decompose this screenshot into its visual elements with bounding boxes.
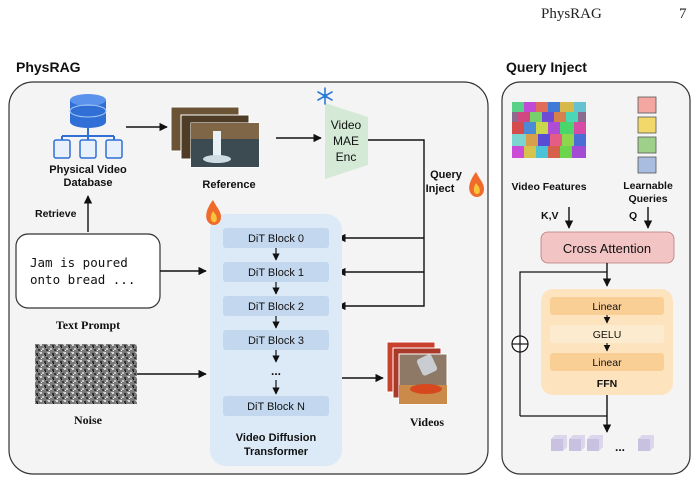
cross-attention-label: Cross Attention [563, 241, 651, 256]
noise-image [35, 344, 137, 404]
dit-caption-line1: Video Diffusion [236, 432, 317, 444]
output-video-frames [386, 341, 448, 405]
query-inject-label-line2: Inject [426, 183, 455, 195]
reference-label: Reference [202, 179, 255, 191]
snowflake-icon [317, 87, 333, 105]
output-ellipsis: ... [615, 440, 625, 454]
dit-caption-line2: Transformer [244, 446, 309, 458]
query-token-2 [637, 116, 657, 134]
q-label: Q [629, 210, 637, 222]
ffn-linear-1-label: Linear [592, 301, 622, 313]
database-label-line2: Database [64, 177, 113, 189]
query-token-4 [637, 156, 657, 174]
flame-icon [469, 172, 484, 197]
encoder-label-line3: Enc [336, 150, 357, 164]
ffn-gelu-label: GELU [593, 329, 622, 341]
dit-block-3-label: DiT Block 3 [248, 335, 304, 347]
page-number: 7 [679, 6, 687, 22]
panel-title-query-inject: Query Inject [506, 59, 587, 75]
dit-block-n [223, 396, 329, 416]
database-icon [53, 94, 123, 159]
query-inject-label-line1: Query [430, 169, 463, 181]
learnable-queries-label-line2: Queries [628, 193, 667, 205]
query-token-1 [637, 96, 657, 114]
ffn-gelu [550, 325, 664, 343]
text-prompt-caption: Text Prompt [56, 318, 120, 332]
video-features-label: Video Features [511, 181, 586, 193]
video-mae-encoder [325, 103, 368, 179]
running-title: PhysRAG [541, 6, 602, 22]
dit-block-3 [223, 330, 329, 350]
dit-block-0-label: DiT Block 0 [248, 233, 304, 245]
dit-block-2 [223, 296, 329, 316]
prompt-text-line1: Jam is poured [30, 255, 128, 270]
retrieve-label: Retrieve [35, 208, 77, 220]
video-features-mosaic [512, 102, 586, 158]
flame-icon [206, 200, 221, 225]
dit-block-1-label: DiT Block 1 [248, 267, 304, 279]
encoder-label-line1: Video [331, 118, 362, 132]
dit-block-n-label: DiT Block N [247, 401, 305, 413]
ffn-linear-1 [550, 297, 664, 315]
reference-video-frames [170, 106, 260, 168]
panel-title-physrag: PhysRAG [16, 59, 81, 75]
dit-block-0 [223, 228, 329, 248]
database-label-line1: Physical Video [49, 164, 127, 176]
ffn-linear-2 [550, 353, 664, 371]
text-prompt-box [15, 233, 161, 309]
output-tokens [551, 435, 654, 451]
ffn-linear-2-label: Linear [592, 357, 622, 369]
kv-label: K,V [541, 210, 559, 222]
ffn-caption: FFN [597, 378, 617, 390]
learnable-queries-label-line1: Learnable [623, 180, 673, 192]
encoder-label-line2: MAE [333, 134, 359, 148]
noise-caption: Noise [74, 413, 103, 427]
prompt-text-line2: onto bread ... [30, 272, 135, 287]
dit-block-1 [223, 262, 329, 282]
dit-block-2-label: DiT Block 2 [248, 301, 304, 313]
videos-caption: Videos [410, 415, 445, 429]
query-token-3 [637, 136, 657, 154]
dit-ellipsis: ... [271, 364, 281, 378]
